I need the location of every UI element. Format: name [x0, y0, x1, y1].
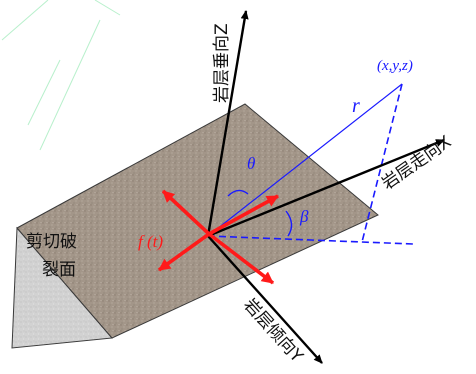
x-axis: [207, 138, 445, 238]
z-axis-label: 岩层垂向Z: [212, 23, 232, 103]
shear-plane-label-line1: 剪切破: [26, 232, 77, 252]
faint-guide-lines: [1, 0, 121, 151]
z-axis: [206, 10, 249, 237]
theta-label: θ: [247, 154, 255, 173]
y-axis-label: 岩层倾向Y: [239, 295, 307, 367]
force-arrow-2: [157, 232, 211, 272]
projection-dashed-horizontal: [207, 235, 414, 245]
beta-arc: [285, 210, 293, 237]
point-label: (x,y,z): [377, 58, 413, 74]
theta-arc: [227, 189, 249, 197]
beta-label: β: [299, 207, 309, 226]
force-arrows: [157, 189, 279, 285]
force-label: f (t): [138, 232, 163, 251]
projection-dashed-vertical: [361, 83, 403, 243]
radius-label: r: [352, 95, 360, 117]
coordinate-axes: [206, 10, 445, 364]
radius-vector: [207, 83, 403, 237]
force-arrow-3: [208, 194, 279, 236]
y-axis: [207, 235, 323, 364]
force-arrow-1: [161, 189, 211, 236]
force-arrow-4: [207, 232, 275, 285]
construction-lines: [207, 83, 414, 245]
shear-plane-label-line2: 裂面: [42, 260, 76, 280]
